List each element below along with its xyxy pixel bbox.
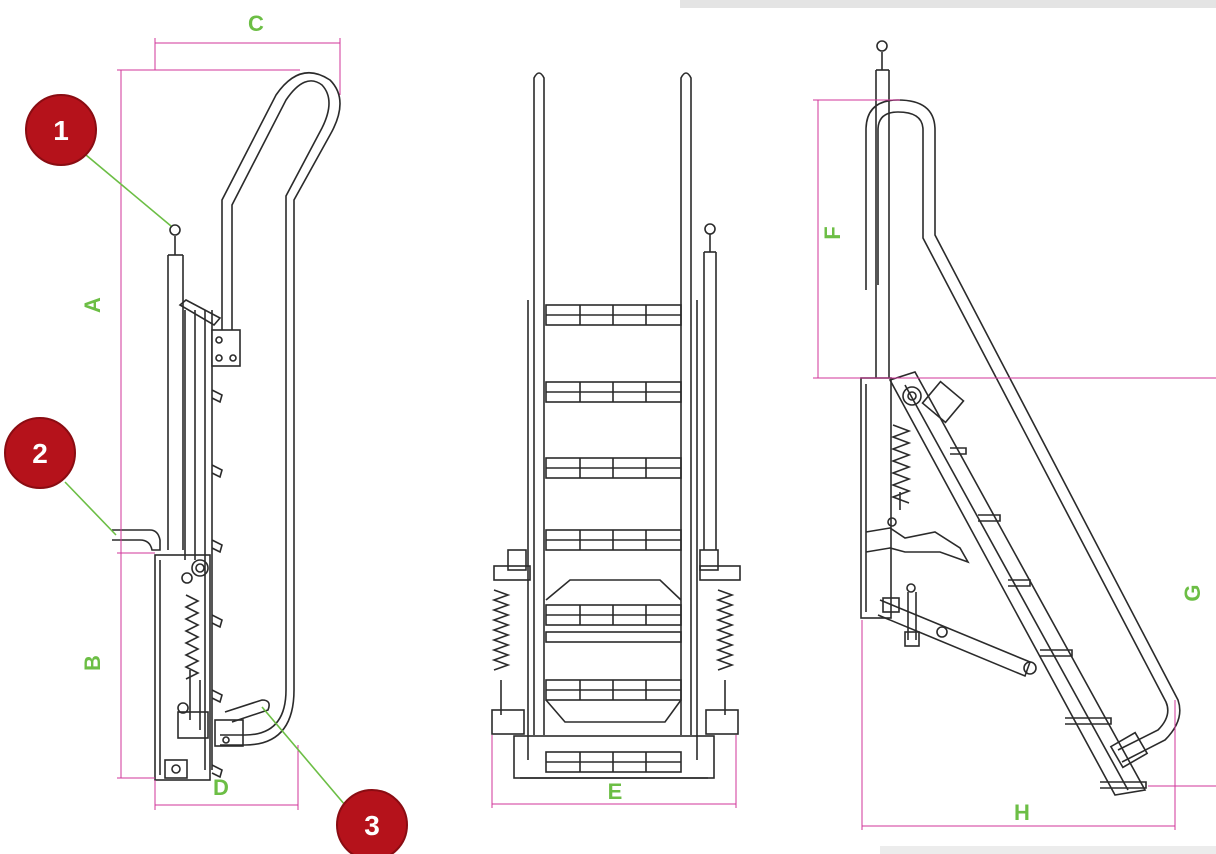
top-edge-bar (680, 0, 1216, 8)
badge-one: 1 (25, 94, 97, 166)
badge-three: 3 (336, 789, 408, 854)
badge-one-label: 1 (53, 115, 69, 146)
dim-label-b: B (80, 655, 105, 671)
badge-two: 2 (4, 417, 76, 489)
side-view-deployed (860, 40, 1181, 796)
tread-group (545, 304, 682, 773)
dim-label-f: F (820, 226, 845, 239)
badge-three-label: 3 (364, 810, 380, 841)
dim-label-d: D (213, 775, 229, 800)
dim-label-c: C (248, 11, 264, 36)
dimension-lines-front (491, 735, 737, 808)
dim-label-a: A (80, 297, 105, 313)
dim-label-e: E (608, 779, 623, 804)
dimension-lines-folded (117, 38, 341, 810)
dimension-lines-deployed (813, 99, 1216, 830)
dim-label-h: H (1014, 800, 1030, 825)
dim-label-g: G (1180, 584, 1205, 601)
front-view (491, 72, 741, 779)
badge-two-label: 2 (32, 438, 48, 469)
callout-leaders (64, 154, 346, 806)
bottom-edge-bar (880, 846, 1216, 854)
side-view-folded (112, 71, 341, 781)
